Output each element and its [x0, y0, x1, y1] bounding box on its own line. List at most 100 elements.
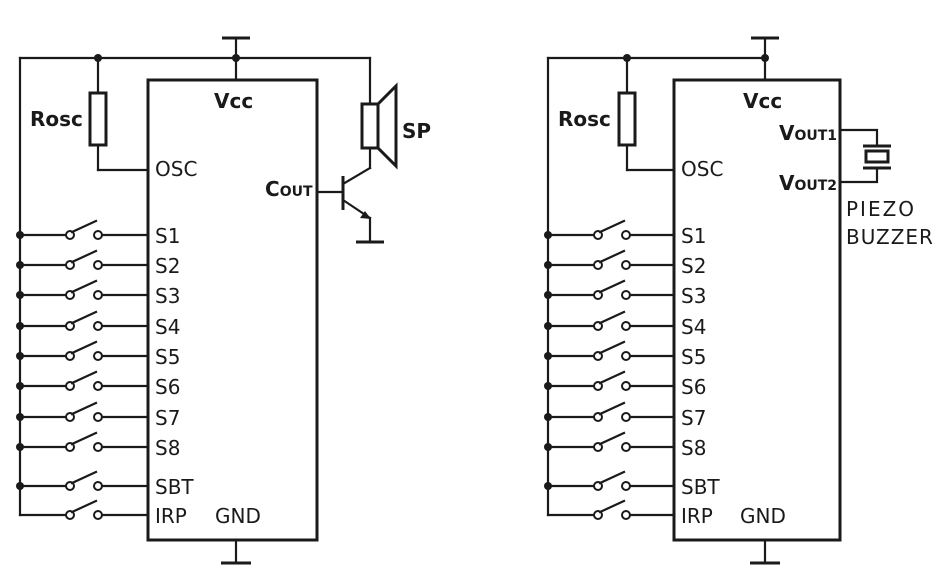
left-rail-junction	[16, 443, 24, 451]
left-rosc-label: Rosc	[30, 107, 83, 131]
right-pin-label: S2	[681, 254, 706, 278]
right-switch-lever	[598, 340, 626, 355]
left-switch-lever	[70, 219, 98, 234]
right-osc-label: OSC	[681, 157, 723, 181]
right-rail-junction	[544, 382, 552, 390]
left-switch-contact	[93, 510, 103, 520]
left-switch-contact	[93, 230, 103, 240]
right-switch-row: S8	[544, 431, 706, 460]
right-switch-row: SBT	[544, 470, 720, 499]
right-switch-contact	[621, 481, 631, 491]
right-switch-contact	[621, 351, 631, 361]
right-buzzer-label: BUZZER	[846, 225, 934, 249]
right-pin-label: S8	[681, 436, 706, 460]
left-switch-lever	[70, 249, 98, 264]
left-ic-body	[146, 78, 319, 542]
left-switch-contact	[93, 290, 103, 300]
right-pin-label: S1	[681, 224, 706, 248]
left-pin-label: S3	[155, 284, 180, 308]
left-gnd-label: GND	[215, 504, 261, 528]
left-switch-row: S6	[16, 370, 180, 399]
right-vout2-wire	[838, 166, 879, 184]
left-switch-row: S3	[16, 279, 180, 308]
right-switch-lever	[598, 310, 626, 325]
right-switch-contact	[621, 412, 631, 422]
right-rail-junction	[544, 231, 552, 239]
right-switch-contact	[621, 290, 631, 300]
left-rosc-resistor	[88, 91, 108, 147]
right-switch-lever	[598, 249, 626, 264]
right-rail-junction	[544, 482, 552, 490]
right-ic-body	[672, 78, 842, 542]
left-switch-lever	[70, 431, 98, 446]
right-piezo-label: PIEZO	[846, 197, 916, 221]
right-switch-contact	[621, 442, 631, 452]
left-pin-label: IRP	[155, 504, 187, 528]
right-rail-junction	[544, 261, 552, 269]
left-rail-junction	[16, 322, 24, 330]
left-sp-label: SP	[402, 119, 431, 143]
left-vcc-label: Vcc	[214, 89, 253, 113]
right-switch-row: S1	[544, 219, 706, 248]
left-speaker-cone	[376, 82, 398, 170]
right-switch-lever	[598, 499, 626, 514]
right-switch-contact	[621, 260, 631, 270]
left-rail-junction	[16, 382, 24, 390]
left-switch-row: IRP	[18, 499, 187, 528]
left-switch-contact	[93, 260, 103, 270]
left-switch-row: S4	[16, 310, 180, 339]
right-switch-row: S5	[544, 340, 706, 369]
left-circuit: Rosc Vcc OSC GND COUT SP S1S2S3S4S5S6S7S…	[16, 36, 431, 565]
left-switch-lever	[70, 470, 98, 485]
left-speaker-box	[360, 102, 380, 150]
right-piezo-crystal	[864, 149, 890, 164]
right-rail-junction	[544, 352, 552, 360]
left-switch-contact	[93, 481, 103, 491]
left-rail-junction	[16, 231, 24, 239]
left-switch-contact	[93, 381, 103, 391]
left-pin-label: S4	[155, 315, 180, 339]
right-vout1-wire	[838, 128, 879, 148]
left-pin-label: S7	[155, 406, 180, 430]
left-cout-label: COUT	[265, 177, 313, 201]
right-switch-row: S2	[544, 249, 706, 278]
right-vcc-label: Vcc	[743, 89, 782, 113]
left-rail-junction	[16, 291, 24, 299]
left-rail-junction	[16, 261, 24, 269]
left-switch-lever	[70, 370, 98, 385]
right-rail-junction	[544, 291, 552, 299]
right-pin-label: S6	[681, 375, 706, 399]
left-switch-lever	[70, 340, 98, 355]
right-switch-row: S3	[544, 279, 706, 308]
right-rosc-label: Rosc	[558, 107, 611, 131]
right-pin-label: S7	[681, 406, 706, 430]
left-switch-row: S8	[16, 431, 180, 460]
left-emitter-arrow	[360, 211, 371, 219]
left-switch-row: S7	[16, 401, 180, 430]
right-circuit: Rosc Vcc OSC GND VOUT1 VOUT2 PIEZO BUZZE…	[544, 36, 934, 565]
left-switch-row: S5	[16, 340, 180, 369]
right-switch-lever	[598, 470, 626, 485]
right-rail-junction	[544, 322, 552, 330]
left-switch-row: SBT	[16, 470, 194, 499]
left-pin-label: S1	[155, 224, 180, 248]
right-switch-lever	[598, 431, 626, 446]
left-switch-contact	[93, 412, 103, 422]
right-switch-contact	[621, 510, 631, 520]
right-switch-lever	[598, 401, 626, 416]
left-switch-contact	[93, 321, 103, 331]
right-vout1-label: VOUT1	[779, 121, 837, 145]
right-switch-contact	[621, 381, 631, 391]
left-transistor-collector	[341, 166, 372, 186]
right-vout2-label: VOUT2	[779, 171, 837, 195]
left-switch-contact	[93, 442, 103, 452]
left-switch-row: S2	[16, 249, 180, 278]
left-rail-junction	[16, 482, 24, 490]
right-switch-row: S4	[544, 310, 706, 339]
left-switch-lever	[70, 401, 98, 416]
right-switch-row: IRP	[546, 499, 713, 528]
right-pin-label: S3	[681, 284, 706, 308]
right-pin-label: S5	[681, 345, 706, 369]
left-osc-label: OSC	[155, 157, 197, 181]
